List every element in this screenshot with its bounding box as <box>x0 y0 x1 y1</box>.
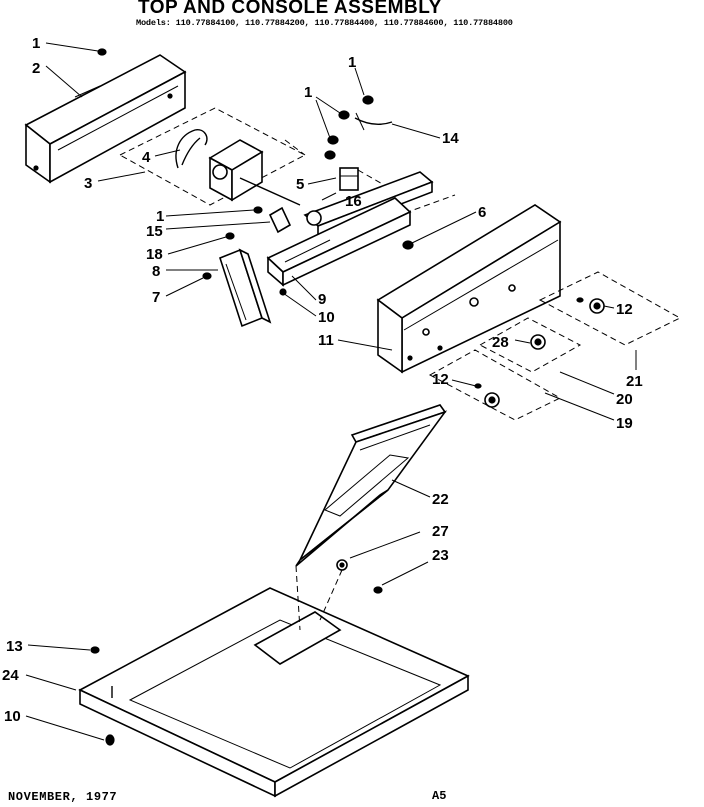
part-knob-plate-19 <box>428 349 562 421</box>
callout-12-a: 12 <box>616 301 633 318</box>
callout-1-a: 1 <box>32 35 40 52</box>
callout-7: 7 <box>152 289 160 306</box>
callout-18: 18 <box>146 246 163 263</box>
callout-28: 28 <box>492 334 509 351</box>
part-control-channel <box>266 197 412 287</box>
callout-13: 13 <box>6 638 23 655</box>
callout-1-c: 1 <box>304 84 312 101</box>
callout-3: 3 <box>84 175 92 192</box>
callout-labels: 1 2 3 4 1 1 14 5 16 6 1 15 18 8 7 9 10 1… <box>2 35 643 725</box>
callout-4: 4 <box>142 149 151 166</box>
callout-14: 14 <box>442 130 459 147</box>
part-screws-lower-left <box>90 646 115 746</box>
callout-2: 2 <box>32 60 40 77</box>
part-screw-top-left <box>97 48 107 56</box>
callout-1-b: 1 <box>348 54 356 71</box>
callout-12-b: 12 <box>432 371 449 388</box>
callout-20: 20 <box>616 391 633 408</box>
callout-24: 24 <box>2 667 19 684</box>
callout-5: 5 <box>296 176 304 193</box>
part-lint-filter <box>295 404 448 567</box>
part-small-screws-left <box>202 232 235 280</box>
part-clip <box>253 206 322 234</box>
part-timer-motor <box>208 139 301 206</box>
diagram-title: TOP AND CONSOLE ASSEMBLY <box>138 0 442 18</box>
page-number: A5 <box>432 789 447 803</box>
callout-11: 11 <box>318 332 334 349</box>
part-knob-plate-20 <box>478 317 582 373</box>
publication-date: NOVEMBER, 1977 <box>8 790 118 804</box>
callout-21: 21 <box>626 373 643 390</box>
model-numbers: Models: 110.77884100, 110.77884200, 110.… <box>136 18 513 28</box>
callout-16: 16 <box>345 193 362 210</box>
callout-6: 6 <box>478 204 486 221</box>
part-timer-wires <box>175 129 208 169</box>
callout-1-d: 1 <box>156 208 164 225</box>
callout-23: 23 <box>432 547 449 564</box>
part-pushbutton-block <box>219 248 287 328</box>
part-screws-upper <box>324 95 393 160</box>
callout-9: 9 <box>318 291 326 308</box>
callout-10-b: 10 <box>4 708 21 725</box>
part-top-panel <box>78 587 470 798</box>
part-rear-panel <box>24 54 187 184</box>
part-knob-plate-21 <box>538 271 682 346</box>
part-console-panel <box>376 204 562 374</box>
part-screw-6 <box>402 240 414 250</box>
callout-10-a: 10 <box>318 309 335 326</box>
callout-8: 8 <box>152 263 160 280</box>
callout-27: 27 <box>432 523 449 540</box>
part-switch <box>339 167 411 201</box>
callout-15: 15 <box>146 223 163 240</box>
callout-22: 22 <box>432 491 449 508</box>
leader-lines <box>25 42 637 741</box>
part-control-bracket <box>118 107 307 206</box>
callout-19: 19 <box>616 415 633 432</box>
part-fasteners-mid <box>336 559 383 594</box>
